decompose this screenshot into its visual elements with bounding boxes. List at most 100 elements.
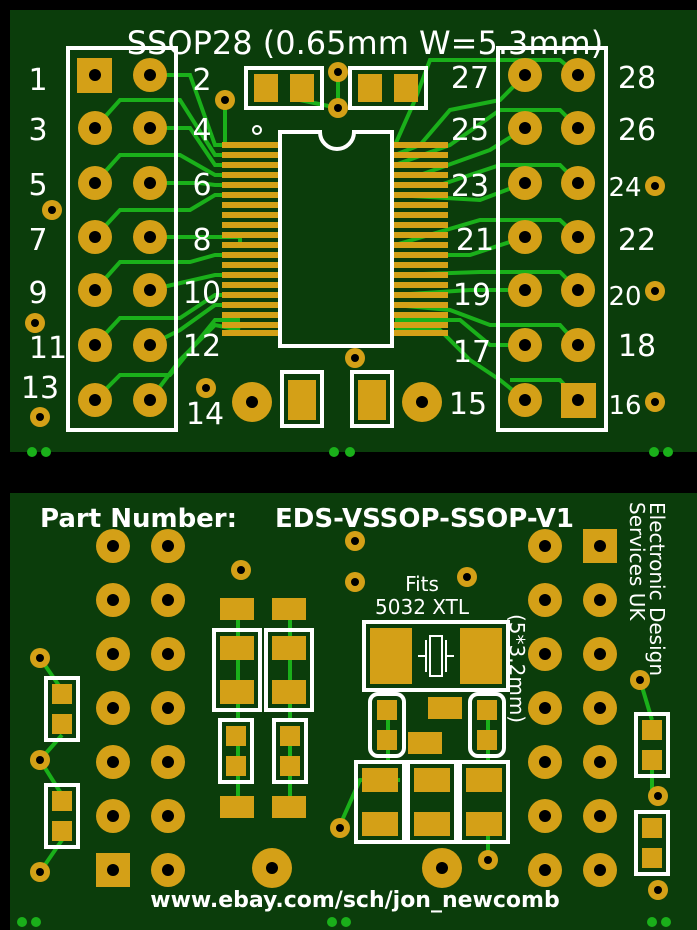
pin-label: 8 [192, 223, 211, 258]
ic-pad [222, 262, 280, 268]
cap-outline [272, 718, 308, 784]
mount-drill [416, 396, 428, 408]
th-drill [594, 594, 606, 606]
pin-label: 21 [456, 223, 494, 258]
pin-14-drill [144, 394, 156, 406]
via-drill [654, 792, 662, 800]
pin-label: 17 [453, 335, 491, 370]
th-drill [539, 540, 551, 552]
pin-label: 15 [449, 387, 487, 422]
via-drill [31, 319, 39, 327]
edge-pad [663, 447, 673, 457]
via-drill [463, 573, 471, 581]
part-number: EDS-VSSOP-SSOP-V1 [275, 504, 574, 534]
mount-drill [246, 396, 258, 408]
url-text: www.ebay.com/sch/jon_newcomb [150, 888, 559, 913]
ic-pad [390, 142, 448, 148]
via-drill [484, 856, 492, 864]
th-drill [107, 864, 119, 876]
cap-pad [52, 821, 72, 841]
pin-label: 16 [608, 391, 641, 421]
smd-pad [226, 756, 246, 776]
fits-line2: 5032 XTL [375, 595, 470, 619]
pin-4-drill [144, 122, 156, 134]
via-drill [351, 537, 359, 545]
edge-pad [341, 917, 351, 927]
mount-drill [266, 862, 278, 874]
fits-line1: Fits [405, 572, 439, 596]
ic-pad [222, 152, 280, 158]
smd-pad [220, 796, 254, 818]
top-edge-pads [27, 447, 673, 457]
right-header-outline [496, 46, 608, 432]
th-drill [162, 648, 174, 660]
smd-pad [226, 726, 246, 746]
th-drill [107, 810, 119, 822]
ic-pad [390, 202, 448, 208]
th-drill [107, 702, 119, 714]
pin-label: 26 [618, 113, 656, 148]
via-drill [651, 287, 659, 295]
th-drill [107, 648, 119, 660]
via-drill [336, 824, 344, 832]
smd-pad [642, 848, 662, 868]
cap-pad [288, 380, 316, 420]
res-outline [458, 760, 510, 844]
pin-8-drill [144, 231, 156, 243]
ic-pad [222, 182, 280, 188]
ic-pad [222, 330, 280, 336]
top-title: SSOP28 (0.65mm W=5.3mm) [127, 24, 603, 62]
pin-22-drill [572, 231, 584, 243]
cap-pad [358, 74, 382, 102]
pin-label: 5 [28, 168, 47, 203]
pin-5-drill [89, 177, 101, 189]
th-drill [594, 756, 606, 768]
edge-pad [17, 917, 27, 927]
ic-pad [390, 222, 448, 228]
edge-pad [649, 447, 659, 457]
pin-label: 19 [453, 278, 491, 313]
pin-label: 6 [192, 168, 211, 203]
ic-pad [222, 202, 280, 208]
ic-pad [222, 252, 280, 258]
smd-pad [272, 796, 306, 818]
pin-label: 18 [618, 329, 656, 364]
ic-pad [222, 222, 280, 228]
ic-pad [390, 322, 448, 328]
ic-pad [222, 172, 280, 178]
ic-pad [222, 272, 280, 278]
bottom-edge-pads [17, 917, 671, 927]
smd-pad [272, 636, 306, 660]
edge-pad [327, 917, 337, 927]
pin-2-drill [144, 69, 156, 81]
pin-label: 20 [608, 282, 641, 312]
ic-pad [390, 292, 448, 298]
cap-outline [244, 66, 324, 110]
pin-25-drill [519, 122, 531, 134]
fits-dims: (5*3.2mm) [505, 614, 529, 723]
pin-26-drill [572, 122, 584, 134]
th-drill [539, 810, 551, 822]
th-drill [539, 702, 551, 714]
ic-pad [222, 312, 280, 318]
pin-17-drill [519, 339, 531, 351]
pin-label: 7 [28, 223, 47, 258]
smd-pad [272, 680, 306, 704]
company-line1: Electronic Design [645, 502, 669, 676]
via-drill [48, 206, 56, 214]
pin-label: 24 [608, 173, 641, 203]
left-header-outline [66, 46, 178, 432]
pin-label: 25 [451, 113, 489, 148]
pin-10-drill [144, 284, 156, 296]
ic-pad [390, 162, 448, 168]
pin-label: 27 [451, 61, 489, 96]
ic-pad [390, 152, 448, 158]
th-drill [107, 756, 119, 768]
pin-28-drill [572, 69, 584, 81]
via-drill [36, 756, 44, 764]
via-drill [202, 384, 210, 392]
pin-16-drill [572, 394, 584, 406]
th-drill [594, 648, 606, 660]
th-drill [162, 702, 174, 714]
